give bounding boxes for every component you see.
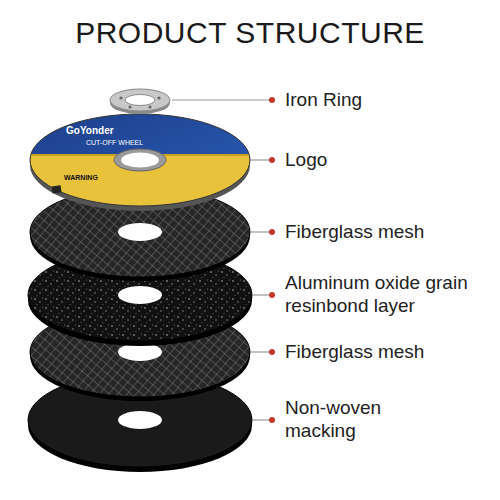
logo-text: CUT-OFF WHEEL (86, 139, 143, 147)
leader-dots (269, 97, 275, 423)
part-name: Aluminum oxide grain resinbond layer (285, 272, 497, 318)
iron-ring (110, 89, 170, 114)
part-name: Iron Ring (285, 89, 490, 112)
part-name: Fiberglass mesh (285, 341, 490, 364)
logo-brand: GoYonder (66, 125, 114, 137)
logo-warning: WARNING (64, 174, 98, 182)
part-name: Logo (285, 149, 490, 172)
logo-disc (20, 114, 260, 216)
title: PRODUCT STRUCTURE (0, 15, 500, 51)
part-name: Fiberglass mesh (285, 221, 490, 244)
part-name: Non-woven macking (285, 397, 405, 443)
leader-lines (172, 100, 270, 420)
